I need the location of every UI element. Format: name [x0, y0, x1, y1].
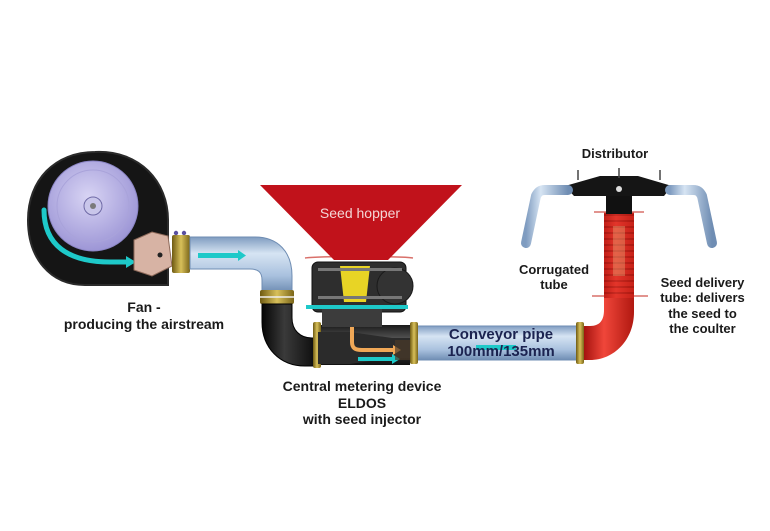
airflow-arrow-injector	[358, 357, 394, 361]
distributor	[521, 168, 717, 248]
blue-pipe-elbow	[189, 236, 293, 293]
seed-hopper-label: Seed hopper	[319, 205, 401, 221]
delivery-label-line4: the coulter	[669, 320, 736, 336]
delivery-label: Seed delivery tube: delivers the seed to…	[640, 275, 765, 336]
corrugated-label-line1: Corrugated	[518, 262, 590, 277]
metering-label-line3: with seed injector	[302, 411, 422, 428]
fan-label: Fan - producing the airstream	[44, 299, 244, 332]
hopper-funnel	[260, 185, 462, 260]
distributor-label: Distributor	[581, 146, 649, 161]
metering-label-line2: ELDOS	[337, 394, 387, 411]
metering-label: Central metering device ELDOS with seed …	[262, 378, 462, 428]
delivery-label-line3: the seed to	[668, 305, 737, 321]
conveyor-label-line1: Conveyor pipe	[448, 326, 554, 343]
fan-label-line2: producing the airstream	[63, 315, 225, 332]
fan	[26, 150, 173, 286]
delivery-label-line2: tube: delivers	[660, 290, 745, 306]
metering-device	[304, 255, 414, 327]
fan-pipe	[172, 230, 294, 304]
outlet-left	[521, 185, 573, 248]
clamp	[172, 235, 190, 273]
metering-label-line1: Central metering device	[282, 378, 442, 394]
fan-label-line1: Fan -	[127, 299, 161, 315]
corrugated-label-line2: tube	[540, 277, 568, 293]
conveyor-label-line2: 100mm/135mm	[447, 343, 555, 361]
conveyor-label: Conveyor pipe 100mm/135mm	[426, 326, 576, 361]
airflow-arrow-pipe	[198, 253, 240, 258]
metering-yellow-chamber	[340, 266, 370, 302]
delivery-label-line1: Seed delivery	[660, 275, 745, 290]
fan-outlet	[133, 231, 173, 277]
corrugated-label: Corrugated tube	[504, 262, 604, 293]
distributor-head	[565, 176, 672, 196]
airflow-arrow-fan	[41, 207, 131, 265]
red-elbow	[584, 296, 634, 360]
outlet-right	[665, 185, 717, 248]
black-elbow	[261, 303, 319, 367]
seed-flow-arrow	[350, 318, 395, 352]
delivery-tube	[584, 211, 648, 360]
conveyor-pipe	[410, 322, 584, 364]
seed-hopper	[260, 185, 462, 260]
